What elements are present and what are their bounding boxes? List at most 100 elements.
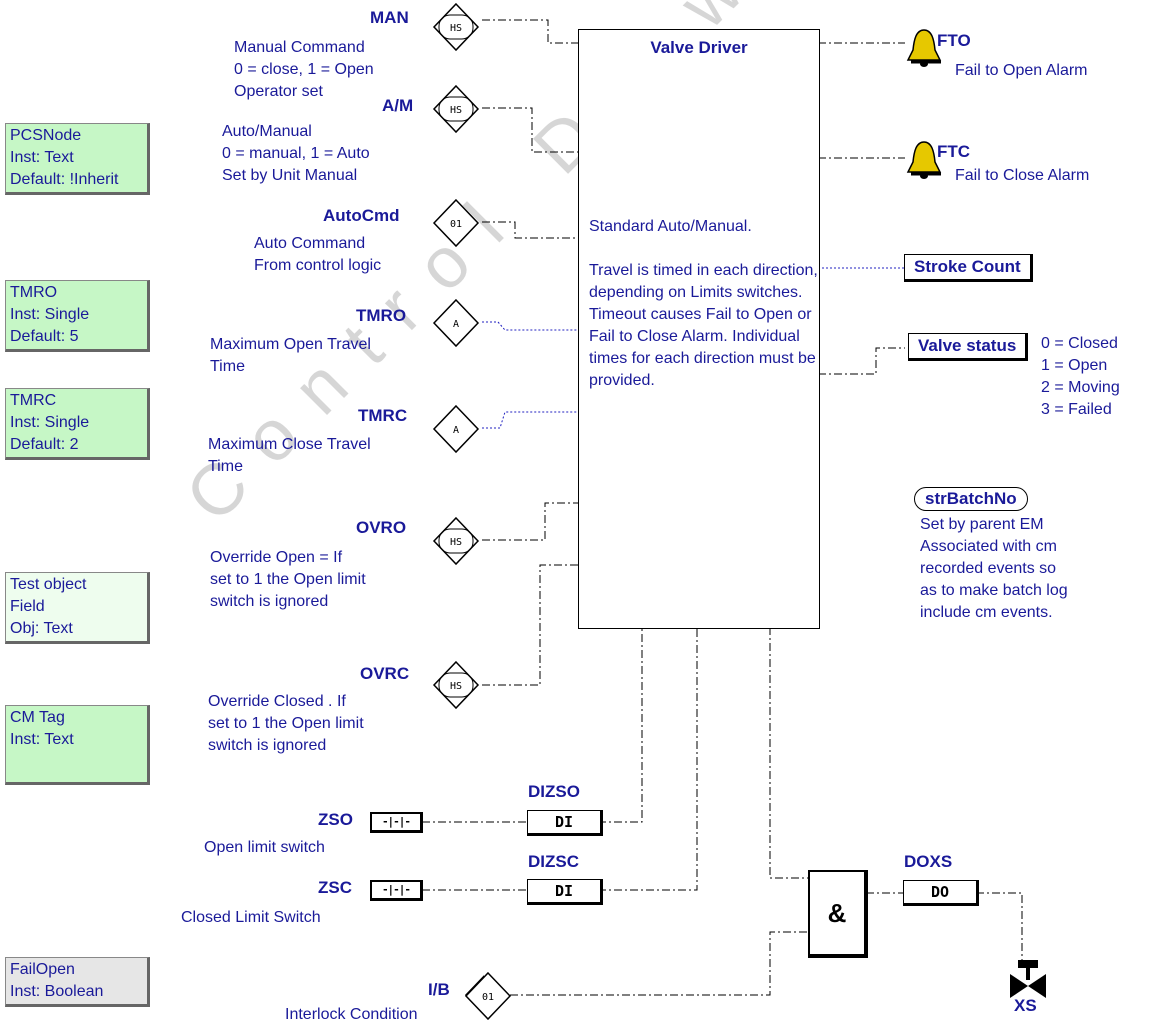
- valve-icon: [1010, 960, 1046, 998]
- desc-line: Set by Unit Manual: [222, 167, 358, 184]
- interlock-symbol: 01: [464, 971, 512, 1021]
- status-code: 1 = Open: [1041, 357, 1108, 374]
- alarm-desc-ftc: Fail to Close Alarm: [955, 167, 1090, 184]
- status-code: 0 = Closed: [1041, 335, 1118, 352]
- param-box-test-object[interactable]: Test object Field Obj: Text: [5, 572, 150, 644]
- desc-line: Maximum Open Travel: [210, 336, 371, 353]
- input-desc-tmrc: Maximum Close Travel Time: [208, 434, 371, 478]
- di-tag-dizsc[interactable]: DIZSC: [528, 852, 579, 871]
- desc-line: 0 = manual, 1 = Auto: [222, 145, 370, 162]
- param-label: Default: !Inherit: [10, 171, 119, 188]
- valve-tag-xs[interactable]: XS: [1014, 996, 1037, 1015]
- input-desc-am: Auto/Manual 0 = manual, 1 = Auto Set by …: [222, 121, 370, 187]
- desc-line: Auto Command: [254, 235, 366, 252]
- do-block[interactable]: DO: [903, 880, 979, 906]
- param-label: Test object: [10, 576, 87, 593]
- input-symbol-label: 01: [450, 219, 462, 230]
- desc-line: Auto/Manual: [222, 123, 312, 140]
- batch-number-tag[interactable]: strBatchNo: [914, 487, 1028, 511]
- param-label: Default: 5: [10, 328, 79, 345]
- desc-line: Time: [210, 358, 245, 375]
- desc-line: From control logic: [254, 257, 382, 274]
- input-desc-ovrc: Override Closed . If set to 1 the Open l…: [208, 691, 364, 757]
- desc-line: Override Closed . If: [208, 693, 346, 710]
- desc-line: Maximum Close Travel: [208, 436, 371, 453]
- input-tag-ovrc[interactable]: OVRC: [360, 664, 410, 683]
- input-tag-tmro[interactable]: TMRO: [356, 306, 407, 325]
- limit-switch-icon: -|-|-: [370, 880, 423, 901]
- param-label: TMRO: [10, 284, 58, 301]
- param-label: FailOpen: [10, 961, 75, 978]
- desc-line: Time: [208, 458, 243, 475]
- param-box-tmro[interactable]: TMRO Inst: Single Default: 5: [5, 280, 150, 352]
- param-label: Inst: Single: [10, 306, 90, 323]
- desc-line: Override Open = If: [210, 549, 343, 566]
- status-code: 3 = Failed: [1041, 401, 1112, 418]
- binary-diamond-icon: [432, 198, 480, 248]
- param-label: Field: [10, 598, 45, 615]
- limit-switch-tag-zso[interactable]: ZSO: [318, 810, 353, 829]
- limit-switch-tag-zsc[interactable]: ZSC: [318, 878, 352, 897]
- valve-status-output[interactable]: Valve status: [908, 333, 1029, 361]
- do-tag-doxs[interactable]: DOXS: [904, 852, 953, 871]
- input-tag-man[interactable]: MAN: [370, 8, 409, 27]
- limit-switch-icon: -|-|-: [370, 812, 423, 833]
- param-box-tmrc[interactable]: TMRC Inst: Single Default: 2: [5, 388, 150, 460]
- analog-diamond-icon: [432, 404, 480, 454]
- and-gate[interactable]: &: [808, 870, 868, 958]
- valve-driver-title: Valve Driver: [650, 38, 748, 57]
- svg-text:01: 01: [482, 992, 494, 1003]
- di-block[interactable]: DI: [527, 810, 603, 836]
- desc-line: Manual Command: [234, 39, 365, 56]
- input-symbol-label: HS: [450, 23, 462, 34]
- input-tag-am[interactable]: A/M: [382, 96, 414, 115]
- desc-line: switch is ignored: [208, 737, 327, 754]
- alarm-tag-fto[interactable]: FTO: [937, 31, 971, 50]
- input-desc-ovro: Override Open = If set to 1 the Open lim…: [210, 547, 366, 613]
- param-label: CM Tag: [10, 709, 65, 726]
- alarm-bell-icon: [906, 141, 942, 179]
- param-label: Inst: Text: [10, 149, 74, 166]
- analog-diamond-icon: [432, 298, 480, 348]
- interlock-tag[interactable]: I/B: [428, 980, 450, 999]
- param-label: Inst: Boolean: [10, 983, 104, 1000]
- param-box-failopen[interactable]: FailOpen Inst: Boolean: [5, 957, 150, 1007]
- desc-line: Set by parent EM: [920, 516, 1044, 533]
- alarm-desc-fto: Fail to Open Alarm: [955, 62, 1088, 79]
- param-label: Inst: Single: [10, 414, 90, 431]
- param-label: Default: 2: [10, 436, 79, 453]
- desc-line: include cm events.: [920, 604, 1053, 621]
- param-label: TMRC: [10, 392, 57, 409]
- stroke-count-output[interactable]: Stroke Count: [904, 254, 1033, 282]
- alarm-bell-icon: [906, 29, 942, 67]
- desc-line: set to 1 the Open limit: [210, 571, 366, 588]
- param-label: Inst: Text: [10, 731, 74, 748]
- input-symbol-label: A: [453, 425, 459, 436]
- limit-switch-desc-zsc: Closed Limit Switch: [181, 909, 321, 926]
- input-desc-autocmd: Auto Command From control logic: [254, 233, 381, 277]
- limit-switch-desc-zso: Open limit switch: [204, 839, 325, 856]
- desc-line: set to 1 the Open limit: [208, 715, 364, 732]
- di-tag-dizso[interactable]: DIZSO: [528, 782, 580, 801]
- input-desc-man: Manual Command 0 = close, 1 = Open Opera…: [234, 37, 374, 103]
- param-box-cm-tag[interactable]: CM Tag Inst: Text: [5, 705, 150, 785]
- input-tag-tmrc[interactable]: TMRC: [358, 406, 408, 425]
- input-tag-autocmd[interactable]: AutoCmd: [323, 206, 400, 225]
- param-box-pcsnode[interactable]: PCSNode Inst: Text Default: !Inherit: [5, 123, 150, 195]
- input-symbol-label: A: [453, 319, 459, 330]
- desc-line: recorded events so: [920, 560, 1057, 577]
- batch-desc: Set by parent EM Associated with cm reco…: [920, 514, 1068, 624]
- param-label: PCSNode: [10, 127, 82, 144]
- desc-line: Associated with cm: [920, 538, 1057, 555]
- input-symbol-label: HS: [450, 537, 462, 548]
- alarm-tag-ftc[interactable]: FTC: [937, 142, 971, 161]
- desc-line: switch is ignored: [210, 593, 329, 610]
- di-block[interactable]: DI: [527, 879, 603, 905]
- desc-line: Operator set: [234, 83, 323, 100]
- desc-line: 0 = close, 1 = Open: [234, 61, 374, 78]
- input-desc-tmro: Maximum Open Travel Time: [210, 334, 371, 378]
- input-tag-ovro[interactable]: OVRO: [356, 518, 407, 537]
- desc-line: as to make batch log: [920, 582, 1068, 599]
- valve-driver-block[interactable]: Valve Driver Standard Auto/Manual. Trave…: [578, 29, 820, 629]
